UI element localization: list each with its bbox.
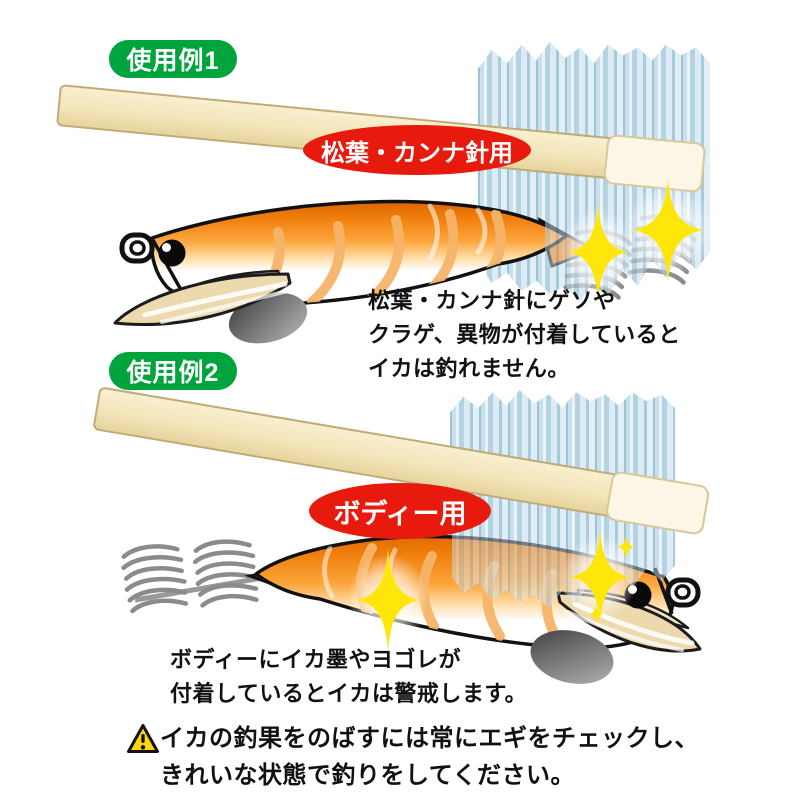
lure-eye	[158, 239, 186, 267]
target-label-text: 松葉・カンナ針用	[321, 139, 513, 167]
line-eyelet	[665, 577, 701, 608]
target-label-hooks: 松葉・カンナ針用	[303, 125, 531, 175]
hook-cluster	[121, 544, 189, 614]
warning-triangle-icon	[127, 724, 159, 753]
footer-warning-line: イカの釣果をのばすには常にエギをチェックし、	[160, 725, 699, 752]
tail-cone	[244, 563, 312, 599]
example-badge-2: 使用例2	[109, 352, 237, 390]
example-badge-text: 使用例2	[126, 359, 220, 387]
description-line: ボディーにイカ墨やヨゴレが	[170, 647, 461, 672]
target-label-text: ボディー用	[333, 498, 467, 529]
brush-handle-tip	[602, 133, 707, 194]
sparkle-icon	[356, 548, 420, 652]
feather-fin	[113, 269, 294, 327]
line-eyelet	[119, 232, 155, 264]
example-badge-1: 使用例1	[109, 40, 237, 78]
description-line: イカは釣れません。	[368, 356, 570, 381]
target-label-body: ボディー用	[309, 483, 491, 539]
description-line: 付着しているとイカは警戒します。	[170, 681, 528, 706]
footer-warning-line: きれいな状態で釣りをしてください。	[160, 762, 576, 789]
head-edge	[151, 239, 187, 298]
description-example-1: 松葉・カンナ針にゲソや クラゲ、異物が付着していると イカは釣れません。	[368, 284, 681, 386]
sinker-weight	[228, 292, 308, 344]
footer-warning: イカの釣果をのばすには常にエギをチェックし、 きれいな状態で釣りをしてください。	[126, 720, 699, 794]
description-line: クラゲ、異物が付着していると	[368, 322, 681, 347]
sinker-weight	[530, 630, 614, 684]
hook-cluster	[192, 539, 259, 608]
description-example-2: ボディーにイカ墨やヨゴレが 付着しているとイカは警戒します。	[170, 643, 527, 711]
hook-shaft	[134, 575, 263, 603]
description-line: 松葉・カンナ針にゲソや	[368, 288, 616, 313]
footer-warning-text: イカの釣果をのばすには常にエギをチェックし、 きれいな状態で釣りをしてください。	[160, 720, 699, 794]
example-badge-text: 使用例1	[126, 47, 220, 75]
